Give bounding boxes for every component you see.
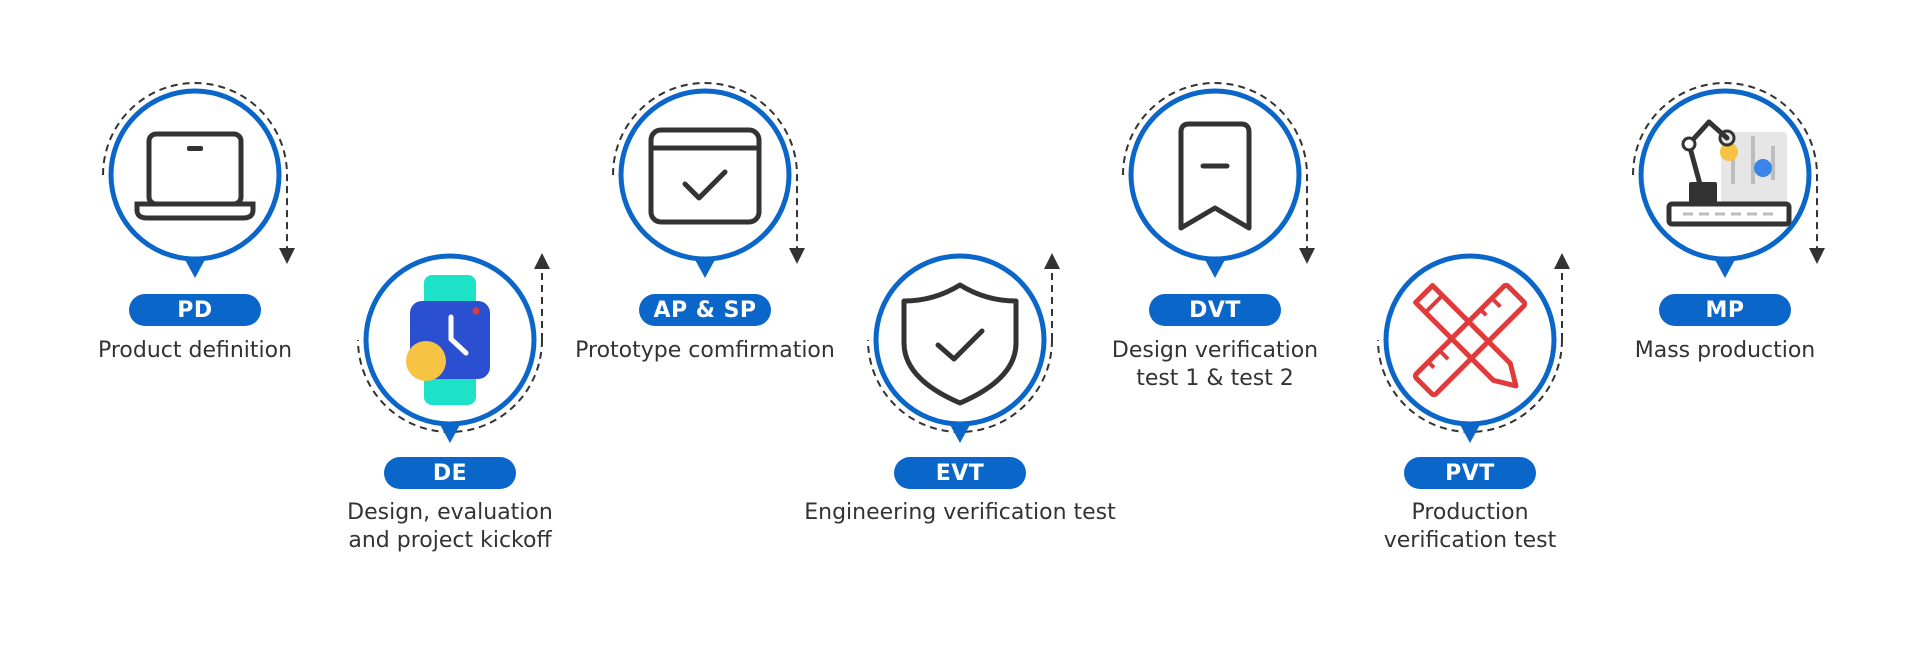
pin-pointer bbox=[1458, 421, 1482, 443]
step-badge: PD bbox=[129, 294, 261, 326]
ring bbox=[1128, 88, 1302, 262]
arrow-down-icon bbox=[279, 248, 295, 264]
pin-pointer bbox=[693, 256, 717, 278]
pin-pointer bbox=[183, 256, 207, 278]
laptop-icon bbox=[134, 131, 256, 221]
step-description: Product definition bbox=[97, 338, 293, 363]
arrow-up-icon bbox=[534, 253, 550, 269]
checked-window-icon bbox=[648, 127, 762, 225]
step-node bbox=[1377, 253, 1570, 443]
step-badge: MP bbox=[1659, 294, 1791, 326]
pin-pointer bbox=[1203, 256, 1227, 278]
step-node bbox=[1122, 82, 1315, 278]
ruler-pencil-icon bbox=[1412, 282, 1528, 398]
step-badge: DE bbox=[384, 457, 516, 489]
ring bbox=[618, 88, 792, 262]
step-description: Design, evaluation and project kickoff bbox=[347, 500, 553, 553]
ring bbox=[873, 253, 1047, 427]
ring bbox=[1383, 253, 1557, 427]
step-evt: EVT Engineering verification test bbox=[790, 245, 1130, 525]
step-badge: PVT bbox=[1404, 457, 1536, 489]
step-node bbox=[867, 253, 1060, 443]
dashed-arc bbox=[102, 82, 288, 250]
step-ap-sp: AP & SP Prototype comfirmation bbox=[535, 80, 875, 363]
bookmark-icon bbox=[1178, 121, 1252, 231]
step-pvt: PVT Production verification test bbox=[1300, 245, 1640, 555]
step-de: DE Design, evaluation and project kickof… bbox=[280, 245, 620, 555]
robot-arm-icon bbox=[1666, 119, 1792, 227]
step-badge: EVT bbox=[894, 457, 1026, 489]
dashed-arc bbox=[612, 82, 798, 250]
step-description: Mass production bbox=[1634, 338, 1816, 363]
ring bbox=[108, 88, 282, 262]
shield-check-icon bbox=[901, 282, 1019, 406]
step-description: Prototype comfirmation bbox=[575, 338, 835, 363]
step-node bbox=[357, 253, 550, 443]
arrow-down-icon bbox=[1299, 248, 1315, 264]
step-node bbox=[102, 82, 295, 278]
arrow-down-icon bbox=[1809, 248, 1825, 264]
pin-pointer bbox=[948, 421, 972, 443]
step-dvt: DVT Design verification test 1 & test 2 bbox=[1045, 80, 1385, 391]
smartwatch-icon bbox=[406, 275, 490, 405]
arrow-up-icon bbox=[1554, 253, 1570, 269]
arrow-down-icon bbox=[789, 248, 805, 264]
step-node bbox=[1632, 82, 1825, 278]
step-pd: PD Product definition bbox=[25, 80, 365, 363]
step-badge: DVT bbox=[1149, 294, 1281, 326]
step-description: Engineering verification test bbox=[804, 500, 1116, 525]
step-mp: MP Mass production bbox=[1555, 80, 1895, 363]
step-description: Production verification test bbox=[1383, 500, 1557, 553]
step-node bbox=[612, 82, 805, 278]
pin-pointer bbox=[1713, 256, 1737, 278]
step-badge: AP & SP bbox=[639, 294, 771, 326]
step-description: Design verification test 1 & test 2 bbox=[1111, 338, 1319, 391]
arrow-up-icon bbox=[1044, 253, 1060, 269]
dashed-arc bbox=[1122, 82, 1308, 250]
pin-pointer bbox=[438, 421, 462, 443]
dashed-arc bbox=[1632, 82, 1818, 250]
